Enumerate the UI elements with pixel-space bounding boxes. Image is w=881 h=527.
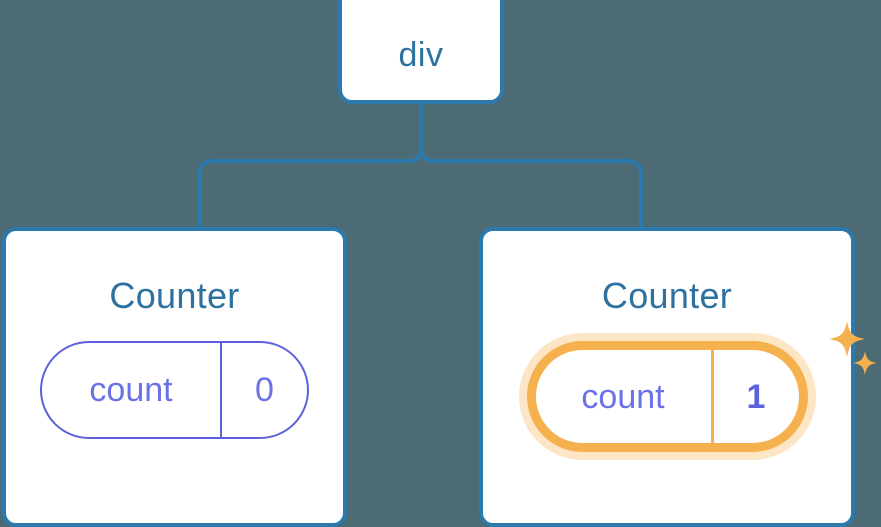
state-pill-right-key: count bbox=[581, 380, 664, 414]
sparkle-small-icon bbox=[853, 351, 877, 375]
node-counter-right[interactable]: Counter count 1 bbox=[479, 227, 855, 527]
state-pill-right-value: 1 bbox=[747, 380, 766, 414]
state-pill-wrapper-right: count 1 bbox=[527, 341, 808, 452]
component-tree-diagram: div Counter count 0 Counter count bbox=[0, 0, 881, 495]
state-pill-right-key-cell: count bbox=[536, 350, 714, 443]
node-root-label: div bbox=[399, 38, 444, 72]
sparkles-icon bbox=[822, 319, 881, 389]
state-pill-right[interactable]: count 1 bbox=[527, 341, 808, 452]
node-counter-left[interactable]: Counter count 0 bbox=[2, 227, 347, 527]
state-pill-left[interactable]: count 0 bbox=[40, 341, 309, 439]
node-counter-left-title: Counter bbox=[109, 278, 239, 314]
state-pill-left-key-cell: count bbox=[42, 343, 222, 437]
state-pill-left-value: 0 bbox=[255, 373, 274, 407]
connector-left-branch bbox=[200, 103, 421, 227]
state-pill-left-value-cell: 0 bbox=[222, 343, 307, 437]
node-counter-right-title: Counter bbox=[602, 278, 732, 314]
sparkle-large-icon bbox=[829, 321, 865, 357]
connector-right-branch bbox=[421, 103, 641, 227]
state-pill-right-value-cell: 1 bbox=[714, 350, 799, 443]
state-pill-left-key: count bbox=[89, 373, 172, 407]
node-root-div[interactable]: div bbox=[338, 0, 504, 104]
state-pill-wrapper-left: count 0 bbox=[40, 341, 309, 439]
